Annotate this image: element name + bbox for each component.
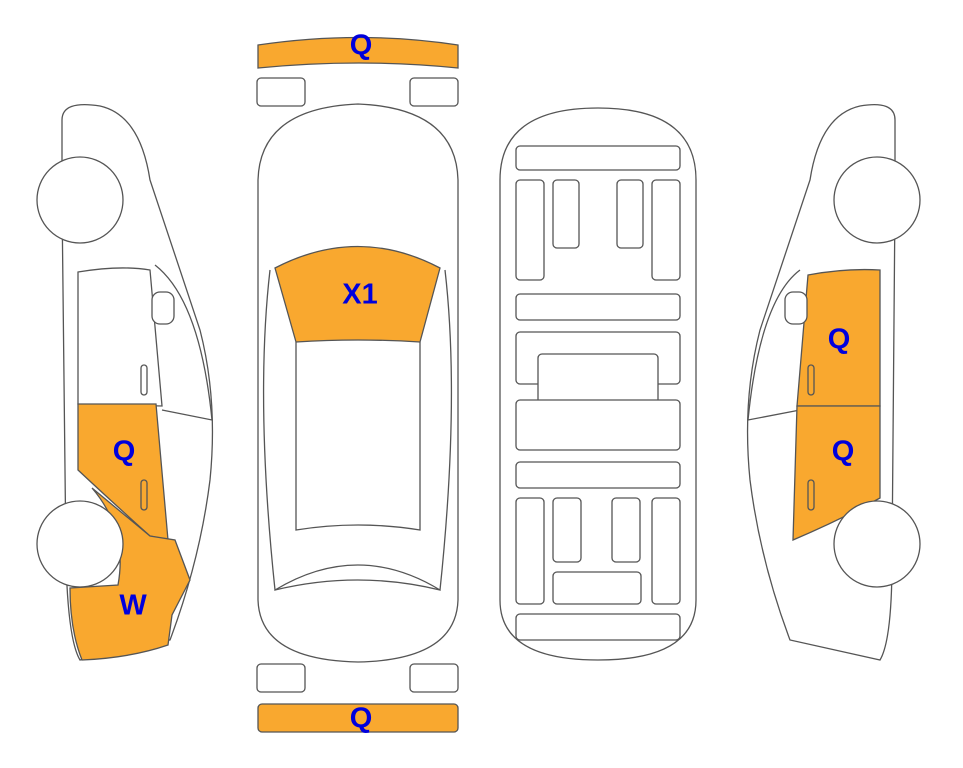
taillight-left [256, 663, 306, 693]
top-view [256, 36, 459, 733]
right-front-door-panel[interactable] [796, 268, 881, 407]
headlight-right [409, 77, 459, 107]
windshield-panel[interactable] [274, 245, 441, 343]
left-front-wheel [36, 156, 124, 244]
right-rear-wheel [833, 500, 921, 588]
left-rear-wheel [36, 500, 124, 588]
rear-bumper-panel[interactable] [257, 703, 459, 733]
headlight-left [256, 77, 306, 107]
rear-bumper-label: Q [349, 702, 373, 735]
taillight-right [409, 663, 459, 693]
left-side-view [36, 103, 214, 661]
right-front-door-label: Q [827, 323, 851, 356]
windshield-label: X1 [342, 278, 378, 311]
left-rear-quarter-label: W [119, 589, 147, 622]
right-rear-door-label: Q [831, 435, 855, 468]
right-side-view [746, 103, 921, 661]
underbody-view [499, 107, 697, 661]
right-front-wheel [833, 156, 921, 244]
front-bumper-panel[interactable] [257, 36, 459, 69]
left-rear-door-label: Q [112, 435, 136, 468]
car-body-top [257, 103, 459, 663]
front-bumper-label: Q [349, 29, 373, 62]
